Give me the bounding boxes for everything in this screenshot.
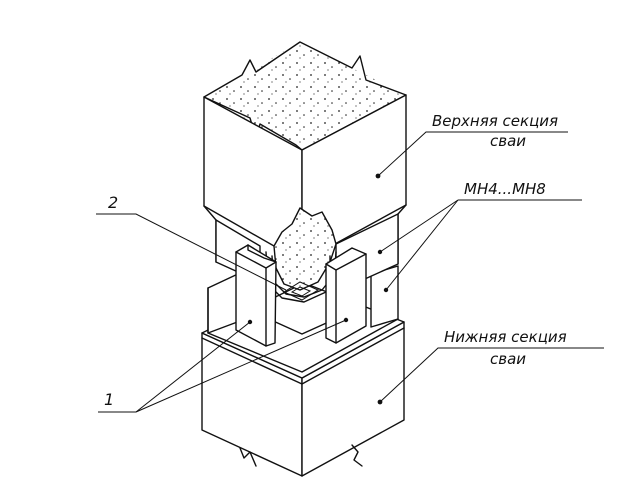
plate-right — [325, 247, 367, 344]
upper-pile-section — [203, 41, 407, 265]
lower-section-label-cont: сваи — [490, 350, 526, 368]
plate-left-marker — [247, 319, 253, 325]
break-line-left — [239, 447, 257, 467]
plate-marker-upper — [377, 249, 383, 255]
plate-marker-lower — [383, 287, 389, 293]
leader-lines — [96, 131, 604, 413]
upper-section-label-cont: сваи — [490, 132, 526, 150]
upper-face-marker — [375, 173, 381, 179]
lower-section-label: Нижняя секция — [444, 328, 567, 346]
callout-2-label: 2 — [108, 193, 118, 212]
lower-plinth — [207, 265, 399, 373]
upper-section-label: Верхняя секция — [432, 112, 558, 130]
plate-right-marker — [343, 317, 349, 323]
break-line-right — [351, 444, 363, 467]
callout-1-label: 1 — [104, 390, 114, 409]
lower-face-marker — [377, 399, 383, 405]
plates-label: МН4...МН8 — [464, 180, 546, 198]
plate-left — [235, 244, 277, 347]
